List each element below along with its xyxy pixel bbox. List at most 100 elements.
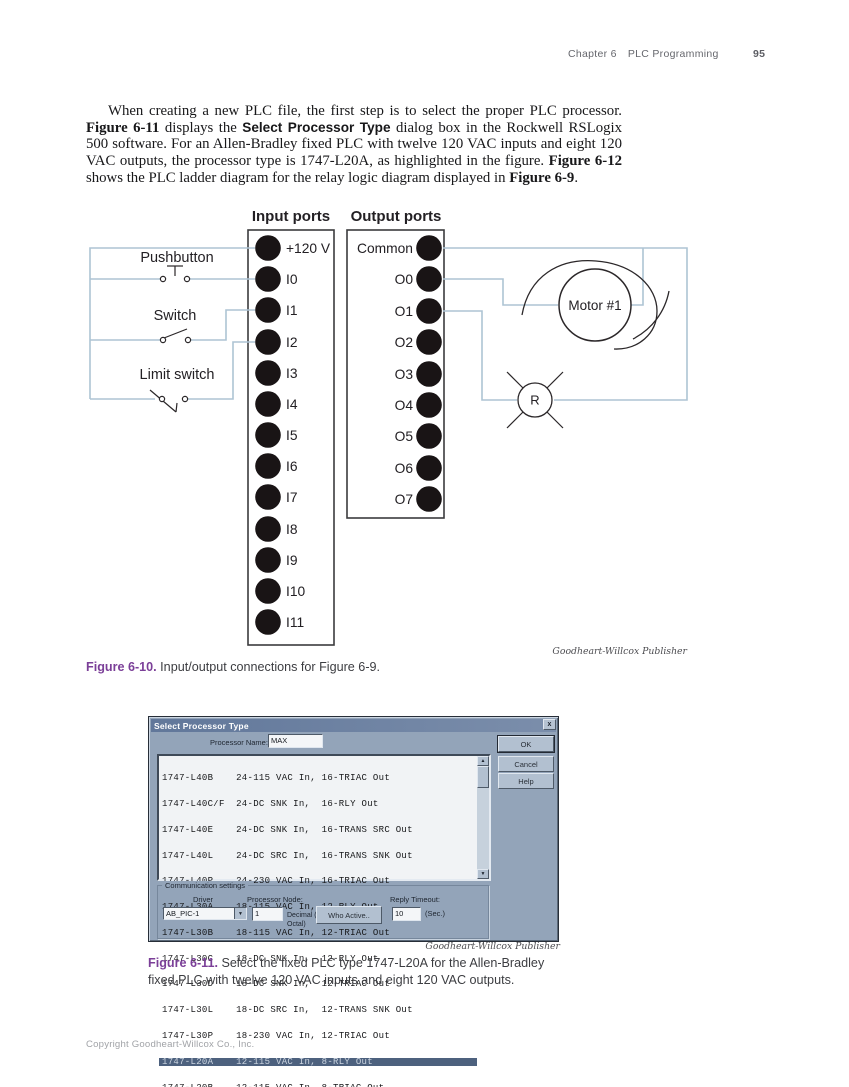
processor-list-item[interactable]: 1747-L30B 18-115 VAC In, 12-TRIAC Out: [162, 928, 391, 938]
help-button[interactable]: Help: [498, 773, 554, 789]
processor-list-item[interactable]: 1747-L40B 24-115 VAC In, 16-TRIAC Out: [162, 774, 391, 783]
header-page-number: 95: [753, 48, 766, 60]
publisher-credit: Goodheart-Willcox Publisher: [425, 941, 560, 952]
header-chapter: Chapter 6: [568, 48, 617, 60]
figure-6-9-ref: Figure 6-9: [509, 169, 575, 186]
output-ports-title: Output ports: [351, 208, 442, 225]
input-ports-title: Input ports: [252, 208, 330, 225]
svg-text:I0: I0: [286, 272, 298, 287]
output-port-circles: [416, 235, 442, 512]
who-active-button[interactable]: Who Active..: [316, 906, 382, 924]
svg-text:I2: I2: [286, 335, 298, 350]
scroll-up-icon[interactable]: ▲: [477, 756, 489, 766]
dialog-title-bar[interactable]: Select Processor Type: [151, 719, 556, 732]
pushbutton-label: Pushbutton: [140, 250, 213, 266]
wiring: [89, 247, 688, 401]
switch-label: Switch: [154, 308, 197, 324]
svg-text:I5: I5: [286, 428, 298, 443]
relay-symbol: R: [506, 371, 564, 429]
communication-settings-label: Communication settings: [162, 881, 249, 890]
processor-list-item[interactable]: 1747-L30L 18-DC SRC In, 12-TRANS SNK Out: [162, 1006, 413, 1015]
processor-node-label: Processor Node:: [247, 895, 303, 904]
switch-symbol: [159, 328, 192, 344]
vertical-scrollbar[interactable]: ▲ ▼: [477, 756, 489, 879]
processor-list-item[interactable]: 1747-L40L 24-DC SRC In, 16-TRANS SNK Out: [162, 851, 413, 861]
svg-text:I6: I6: [286, 459, 298, 474]
reply-timeout-label: Reply Timeout:: [390, 895, 441, 904]
header-section: PLC Programming: [627, 48, 719, 60]
figure-6-10-caption-text: Input/output connections for Figure 6-9.: [156, 660, 381, 674]
limit-switch-label: Limit switch: [140, 367, 215, 383]
communication-settings-group: [157, 885, 489, 939]
scrollbar-thumb[interactable]: [477, 766, 489, 788]
svg-text:O3: O3: [395, 367, 414, 382]
scroll-down-icon[interactable]: ▼: [477, 869, 489, 879]
dialog-name-ref: Select Processor Type: [242, 119, 391, 135]
figure-6-12-ref: Figure 6-12: [548, 152, 622, 169]
svg-text:O4: O4: [395, 398, 414, 413]
svg-text:I7: I7: [286, 490, 298, 505]
para-text: displays the: [159, 119, 243, 136]
publisher-credit: Goodheart-Willcox Publisher: [552, 646, 687, 657]
driver-label: Driver: [193, 895, 213, 904]
svg-text:I11: I11: [286, 615, 304, 630]
input-port-circles: [255, 235, 281, 635]
svg-text:I4: I4: [286, 397, 298, 412]
processor-list-item-selected[interactable]: 1747-L20A 12-115 VAC In, 8-RLY Out: [159, 1057, 477, 1067]
svg-text:I1: I1: [286, 303, 298, 318]
svg-text:O1: O1: [395, 304, 413, 319]
processor-list-item[interactable]: 1747-L40E 24-DC SNK In, 16-TRANS SRC Out: [162, 825, 413, 835]
page-header: Chapter 6 PLC Programming 95: [568, 48, 765, 60]
para-text: shows the PLC ladder diagram for the rel…: [86, 169, 510, 186]
figure-6-10-diagram: Input ports Output ports: [89, 208, 688, 646]
processor-list-item[interactable]: 1747-L40C/F 24-DC SNK In, 16-RLY Out: [162, 799, 379, 809]
figure-6-11-caption: Figure 6-11. Select the fixed PLC type 1…: [148, 955, 568, 988]
svg-text:I9: I9: [286, 553, 298, 568]
processor-name-input[interactable]: MAX: [268, 734, 323, 748]
sec-unit-label: (Sec.): [425, 909, 446, 918]
svg-text:O5: O5: [395, 429, 414, 444]
para-text: dialog box in the Rockwell RSLogix 500 s…: [86, 119, 622, 169]
dialog-title: Select Processor Type: [154, 720, 249, 731]
figure-6-10-caption-label: Figure 6-10.: [86, 660, 157, 674]
pushbutton-symbol: [159, 265, 191, 283]
chevron-down-icon[interactable]: ▼: [234, 908, 246, 919]
processor-list-item[interactable]: 1747-L30P 18-230 VAC In, 12-TRIAC Out: [162, 1032, 391, 1041]
body-paragraph: When creating a new PLC file, the first …: [86, 103, 622, 187]
svg-text:I3: I3: [286, 366, 298, 381]
motor-label: Motor #1: [568, 298, 621, 313]
svg-text:Common: Common: [357, 241, 413, 256]
limit-switch-symbol: [149, 389, 189, 413]
processor-list-item[interactable]: 1747-L20B 12-115 VAC In, 8-TRIAC Out: [159, 1084, 477, 1087]
cancel-button[interactable]: Cancel: [498, 756, 554, 772]
copyright-footer: Copyright Goodheart-Willcox Co., Inc.: [86, 1039, 255, 1050]
processor-node-input[interactable]: 1: [252, 907, 283, 921]
processor-list: 1747-L40B 24-115 VAC In, 16-TRIAC Out 17…: [157, 754, 491, 1087]
figure-6-11-caption-label: Figure 6-11.: [148, 956, 218, 970]
input-port-labels: +120 V I0 I1 I2 I3 I4 I5 I6 I7 I8 I9 I10…: [286, 241, 331, 630]
processor-list-item[interactable]: 1747-L30C 18-DC SNK In, 12-RLY Out: [162, 954, 379, 964]
decimal-note-line1: Decimal (=1: [287, 912, 325, 919]
figure-6-11-caption-text: Select the fixed PLC type 1747-L20A for …: [148, 956, 545, 987]
processor-list-item[interactable]: 1747-L30D 18-DC SNK In, 12-TRIAC Out: [162, 980, 391, 990]
output-port-labels: Common O0 O1 O2 O3 O4 O5 O6 O7: [357, 241, 413, 507]
driver-dropdown[interactable]: AB_PIC-1 ▼: [163, 907, 247, 920]
ok-button[interactable]: OK: [497, 735, 555, 753]
figure-6-11-ref: Figure 6-11: [86, 119, 160, 136]
motor-symbol: Motor #1: [521, 260, 670, 350]
svg-text:O2: O2: [395, 335, 413, 350]
close-icon[interactable]: x: [543, 719, 556, 730]
svg-text:O6: O6: [395, 461, 414, 476]
svg-text:I8: I8: [286, 522, 298, 537]
driver-value: AB_PIC-1: [166, 909, 200, 918]
para-text: .: [574, 169, 579, 186]
svg-text:I10: I10: [286, 584, 306, 599]
reply-timeout-input[interactable]: 10: [392, 907, 421, 921]
svg-text:O0: O0: [395, 272, 414, 287]
figure-6-10-caption: Figure 6-10. Input/output connections fo…: [86, 659, 646, 676]
svg-text:O7: O7: [395, 492, 413, 507]
relay-label: R: [530, 393, 539, 408]
para-text: When creating a new PLC file, the first …: [108, 102, 622, 119]
processor-name-label: Processor Name:: [210, 738, 268, 747]
